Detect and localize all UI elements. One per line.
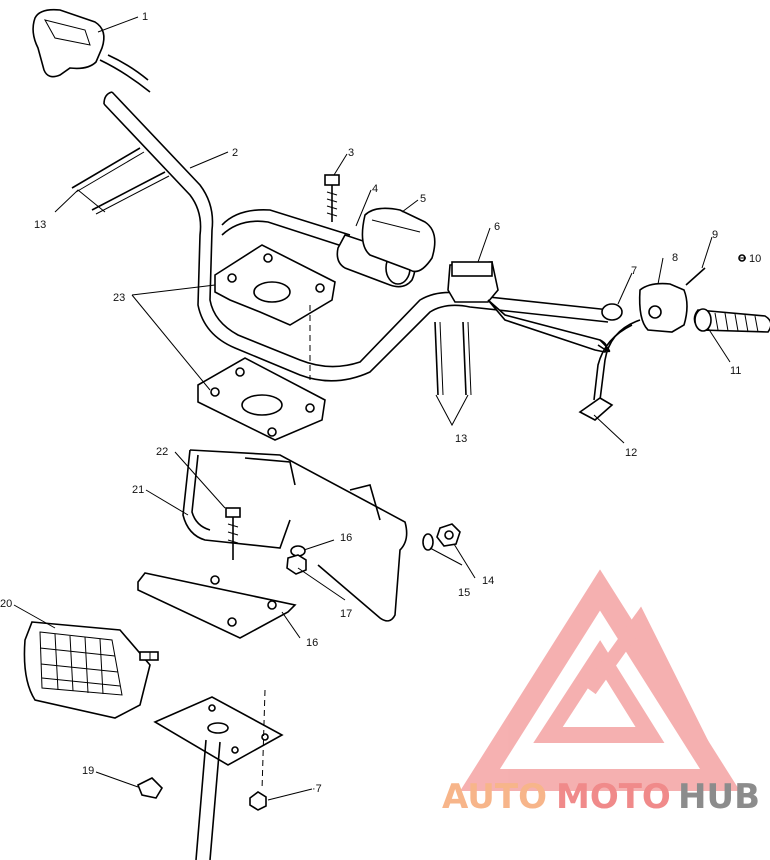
headlight-bracket-frame <box>182 449 408 622</box>
leader-lines <box>13 16 746 801</box>
headlight <box>23 621 159 719</box>
lower-nut <box>249 791 267 811</box>
callout-labels: 1 2 3 4 5 6 7 8 9 10 11 12 13 13 14 15 1… <box>0 11 761 795</box>
throttle-assembly <box>601 254 770 333</box>
svg-text:HUB: HUB <box>678 777 760 817</box>
callout-7: 7 <box>631 265 637 277</box>
handlebar-clamp-lower <box>197 357 326 441</box>
callout-20: 20 <box>0 598 12 610</box>
callout-13-left: 13 <box>34 219 46 231</box>
cable-ties-right <box>434 321 472 396</box>
handlebar <box>103 91 611 382</box>
callout-17-lower: ·7 <box>312 783 322 795</box>
callout-1: 1 <box>142 11 148 23</box>
callout-15: 15 <box>458 587 470 599</box>
callout-17: 17 <box>340 608 352 620</box>
clamp-bolt <box>324 174 340 222</box>
bracket-bolt <box>225 507 241 560</box>
callout-23: 23 <box>113 292 125 304</box>
callout-16-upper: 16 <box>340 532 352 544</box>
watermark-logo <box>460 569 740 791</box>
callout-10: 10 <box>749 253 761 265</box>
callout-5: 5 <box>420 193 426 205</box>
callout-12: 12 <box>625 447 637 459</box>
callout-22: 22 <box>156 446 168 458</box>
callout-2: 2 <box>232 147 238 159</box>
callout-3: 3 <box>348 147 354 159</box>
nut-right <box>436 523 461 547</box>
throttle-cable <box>578 319 641 421</box>
callout-13-right: 13 <box>455 433 467 445</box>
svg-text:AUTO: AUTO <box>442 777 547 817</box>
wire-connector <box>136 777 164 799</box>
callout-19: 19 <box>82 765 94 777</box>
left-switch-housing <box>32 8 151 93</box>
callout-8: 8 <box>672 252 678 264</box>
brake-master-cylinder <box>447 261 611 353</box>
washer-right <box>422 533 434 551</box>
lower-mount-plate <box>153 696 284 860</box>
callout-11: 11 <box>730 365 741 377</box>
callout-14: 14 <box>482 575 494 587</box>
svg-text:MOTO: MOTO <box>556 777 671 817</box>
callout-9: 9 <box>712 229 718 241</box>
handlebar-pad <box>336 207 436 288</box>
callout-6: 6 <box>494 221 500 233</box>
mounting-plate <box>137 572 297 639</box>
callout-4: 4 <box>372 183 378 195</box>
callout-16-lower: 16 <box>306 637 318 649</box>
cable-ties-left <box>71 147 170 215</box>
watermark-text: AUTO MOTO HUB <box>442 777 760 817</box>
callout-21: 21 <box>132 484 144 496</box>
nut-center <box>286 554 307 575</box>
handlebar-clamp-upper <box>214 244 336 326</box>
